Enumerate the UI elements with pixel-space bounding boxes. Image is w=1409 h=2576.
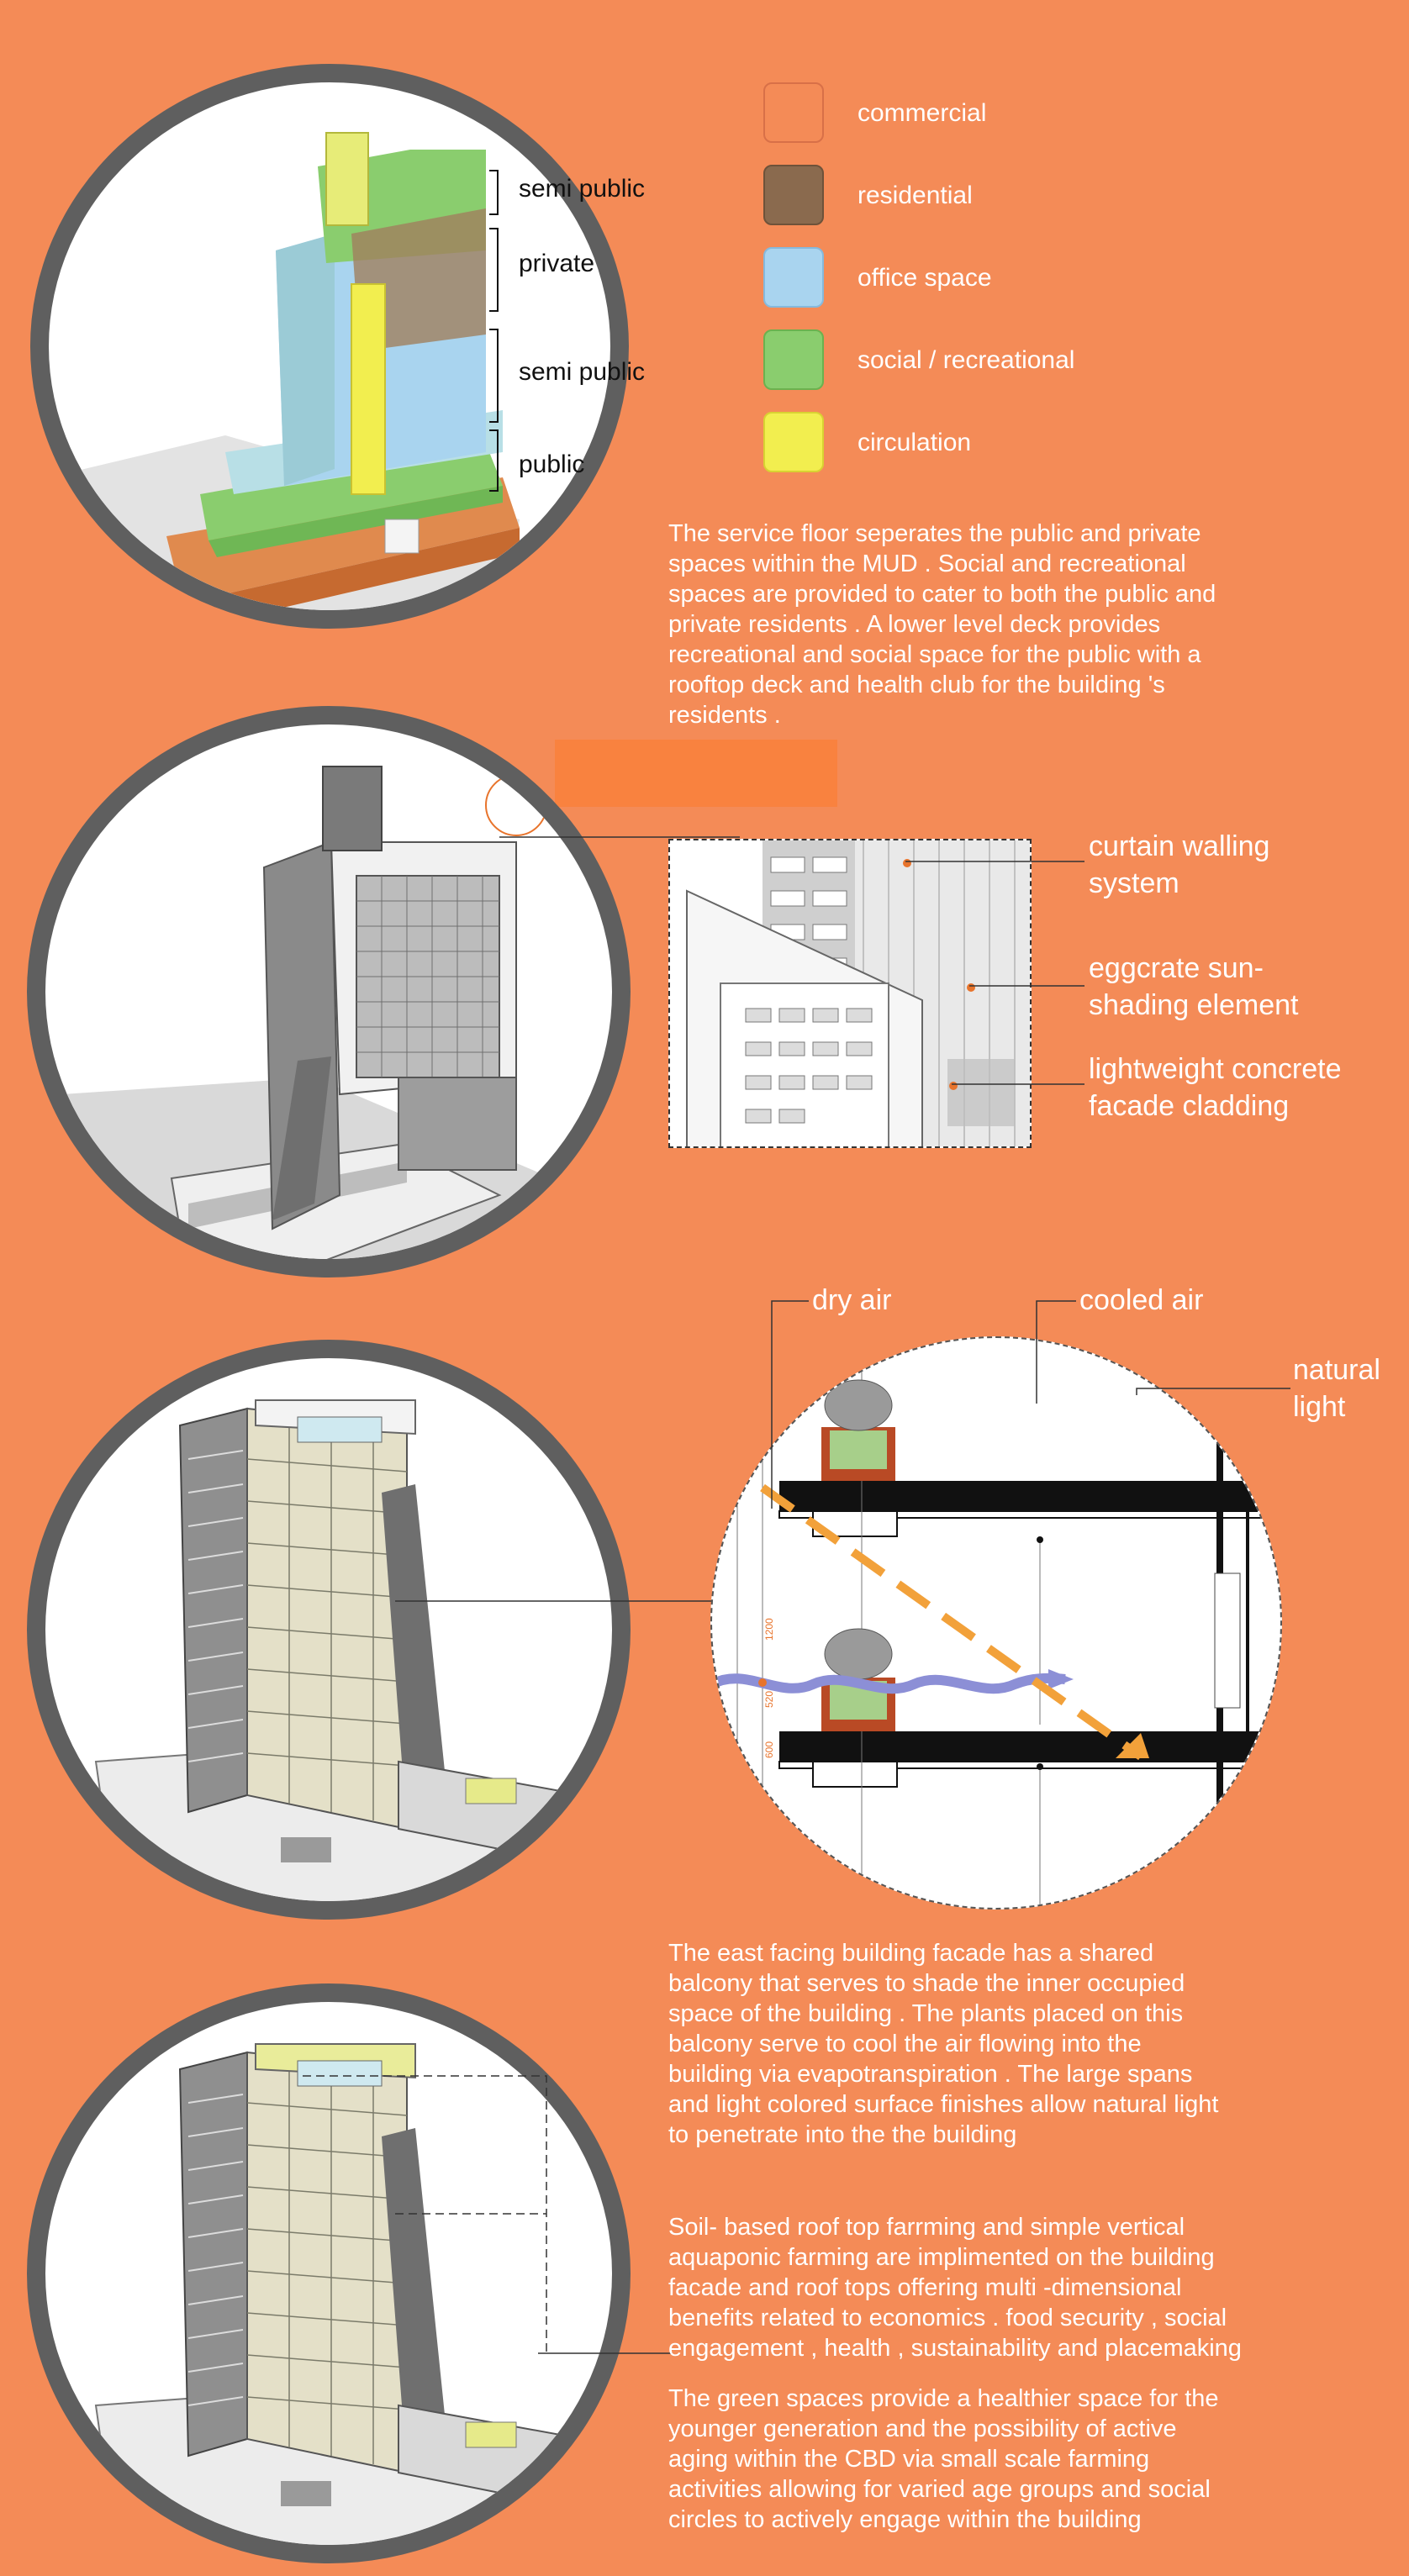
legend-label: circulation	[858, 429, 972, 456]
callout-dry-air: dry air	[812, 1284, 892, 1316]
legend-label: commercial	[858, 99, 987, 127]
zone-label-public: public	[519, 450, 585, 478]
legend-label: residential	[858, 182, 973, 209]
legend-item-residential: residential	[763, 165, 1234, 225]
dimension-520: 520	[763, 1691, 775, 1708]
callout-cladding: lightweight concrete facade cladding	[1089, 1053, 1342, 1122]
legend-item-social: social / recreational	[763, 329, 1234, 390]
balcony-building-drawing	[94, 1399, 585, 1901]
legend-item-commercial: commercial	[763, 82, 1234, 143]
legend-item-circulation: circulation	[763, 412, 1234, 472]
zone-label-semi-public-top: semi public	[519, 175, 646, 203]
orange-highlight-box	[555, 740, 837, 807]
service-floor-paragraph: The service floor seperates the public a…	[668, 520, 1216, 729]
farming-building-drawing	[94, 2043, 585, 2545]
zone-label-semi-public: semi public	[519, 358, 646, 386]
zoning-diagram-circle	[30, 64, 629, 629]
legend-item-office: office space	[763, 247, 1234, 308]
swatch-circulation	[763, 412, 824, 472]
dimension-1200: 1200	[763, 1618, 775, 1641]
legend-label: social / recreational	[858, 346, 1075, 374]
swatch-residential	[763, 165, 824, 225]
swatch-social	[763, 329, 824, 390]
zone-label-private: private	[519, 250, 595, 277]
swatch-office	[763, 247, 824, 308]
callout-eggcrate: eggcrate sun- shading element	[1089, 952, 1299, 1021]
green-spaces-paragraph: The green spaces provide a healthier spa…	[668, 2385, 1219, 2533]
zoning-massing-drawing	[49, 132, 520, 610]
farming-paragraph: Soil- based roof top farrming and simple…	[668, 2214, 1242, 2362]
section-detail-drawing: 1200 520 600	[712, 1338, 1280, 1908]
facade-isometric-drawing	[62, 766, 592, 1259]
dimension-600: 600	[763, 1741, 775, 1758]
facade-detail-drawing	[686, 840, 1030, 1146]
east-facade-paragraph: The east facing building facade has a sh…	[668, 1940, 1219, 2148]
section-detail-circle: 1200 520 600	[710, 1336, 1282, 1910]
callout-cooled-air: cooled air	[1079, 1284, 1204, 1316]
callout-natural-light: natural light	[1293, 1354, 1380, 1423]
legend-label: office space	[858, 264, 992, 292]
swatch-commercial	[763, 82, 824, 143]
facade-detail-inset	[668, 839, 1032, 1148]
callout-curtain-walling: curtain walling system	[1089, 830, 1270, 899]
